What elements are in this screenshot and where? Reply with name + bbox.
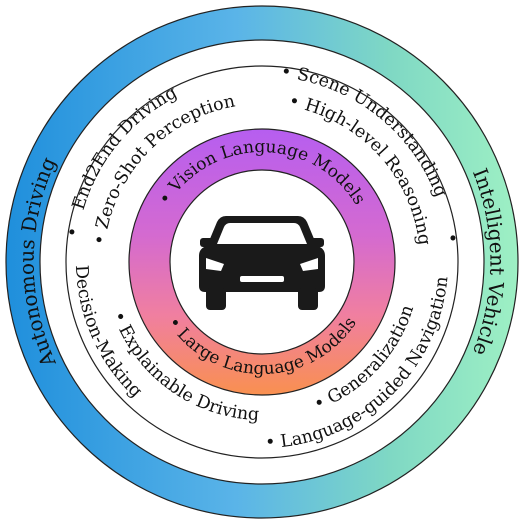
bullet-mark: • — [63, 226, 84, 239]
car-icon — [199, 216, 325, 310]
middle-divider — [65, 65, 459, 459]
bullet-mark: • — [441, 232, 462, 245]
